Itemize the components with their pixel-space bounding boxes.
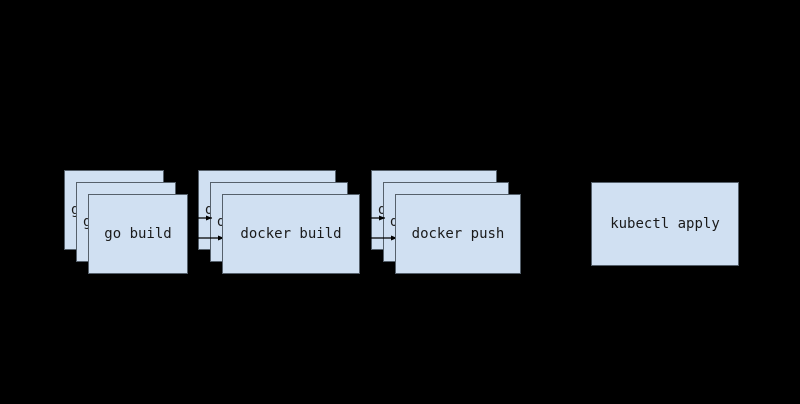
stage-docker-push-label: docker push: [411, 226, 505, 242]
stage-go-build-card-front[interactable]: go build: [88, 194, 188, 274]
stage-docker-build-card-front[interactable]: docker build: [222, 194, 360, 274]
stage-kubectl-apply[interactable]: kubectl apply: [591, 182, 739, 266]
stage-docker-build-label: docker build: [240, 226, 342, 242]
stage-kubectl-apply-label: kubectl apply: [610, 216, 720, 232]
stage-docker-push-card-front[interactable]: docker push: [395, 194, 521, 274]
stage-go-build-label: go build: [104, 226, 172, 242]
